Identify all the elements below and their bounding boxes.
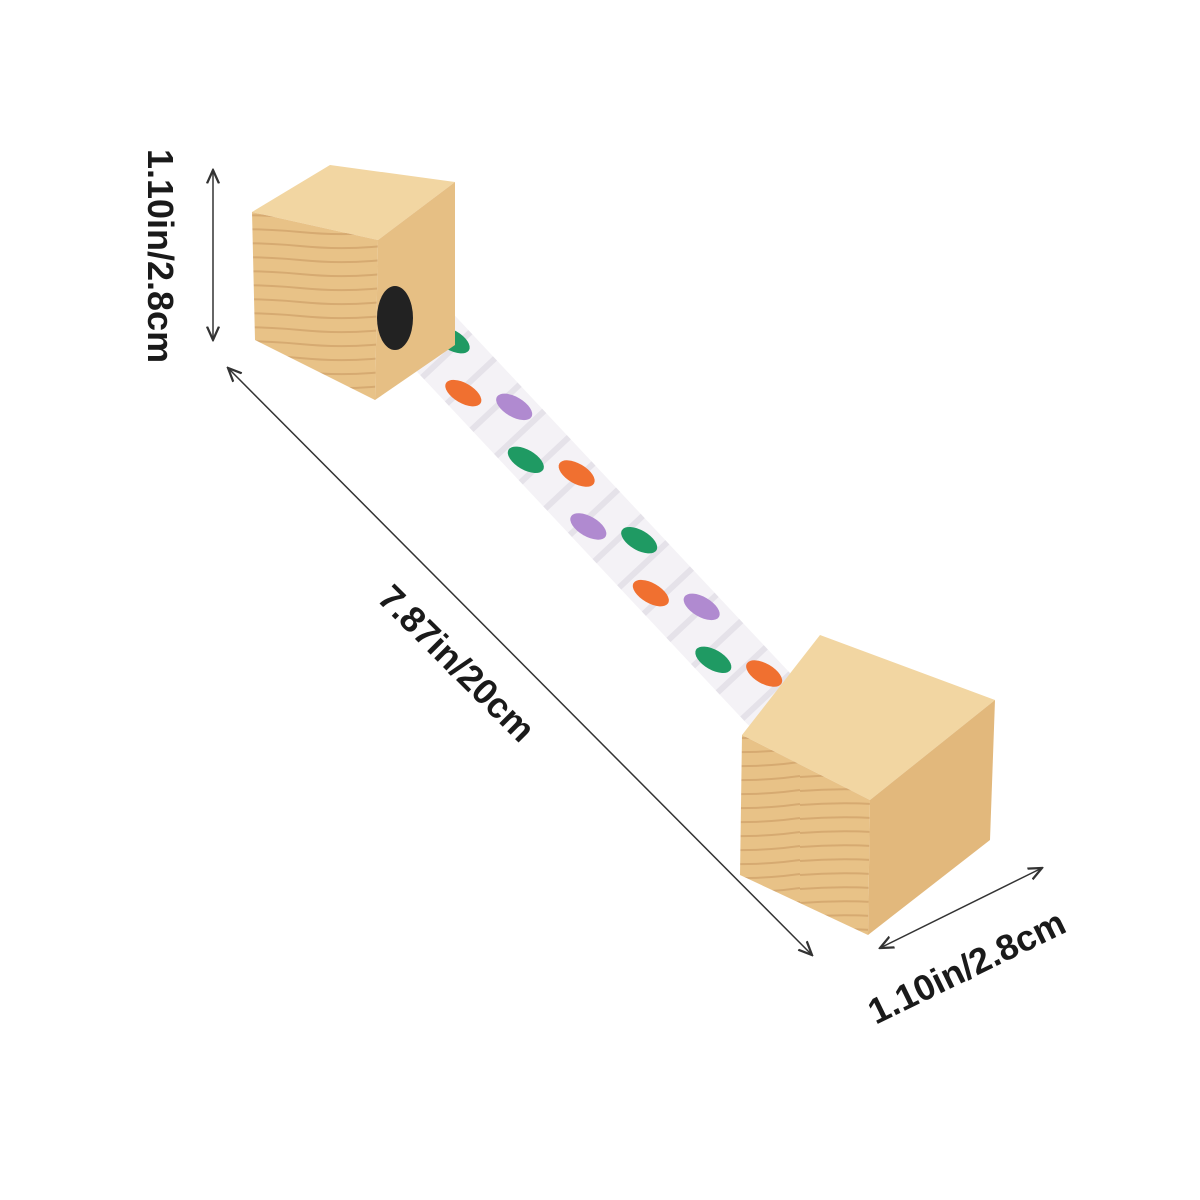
length-label: 7.87in/20cm — [370, 576, 543, 749]
width-label: 1.10in/2.8cm — [861, 901, 1071, 1032]
height-label: 1.10in/2.8cm — [140, 149, 181, 363]
wood-block-top — [252, 165, 455, 400]
width-arrow — [880, 868, 1042, 948]
length-arrow — [228, 368, 812, 955]
